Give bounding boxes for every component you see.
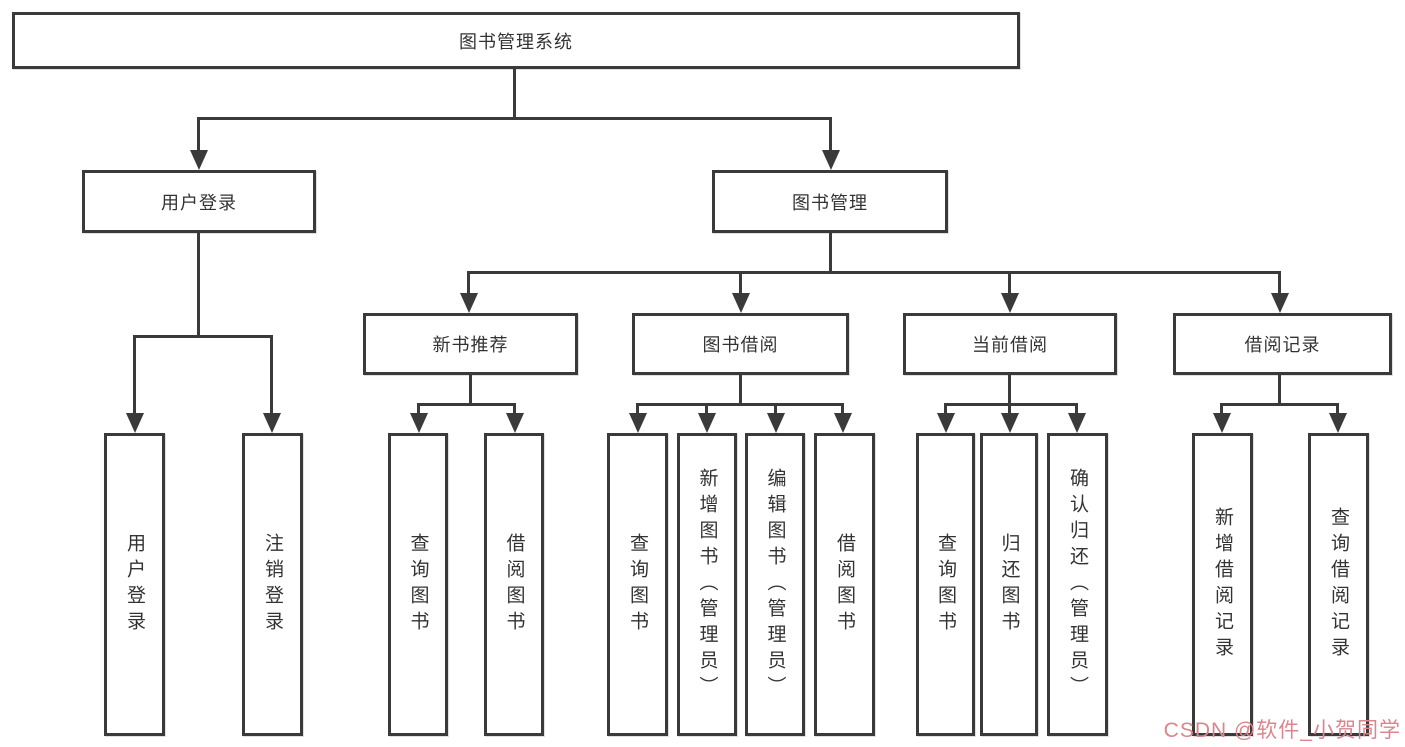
node-label: 新增借阅记录	[1212, 506, 1233, 663]
connector-line	[133, 335, 136, 414]
node-label: 新书推荐	[432, 335, 509, 355]
node-label: 用户登录	[161, 192, 237, 213]
arrowhead-down-icon	[460, 293, 478, 313]
node-label: 图书管理系统	[459, 31, 573, 52]
arrowhead-down-icon	[1329, 413, 1347, 433]
arrowhead-down-icon	[834, 413, 852, 433]
leaf-logout: 注销登录	[242, 433, 303, 736]
leaf-current-return-books: 归还图书	[980, 433, 1038, 736]
connector-line	[1278, 271, 1281, 294]
node-root-library-management-system: 图书管理系统	[12, 12, 1020, 69]
connector-line	[1220, 403, 1339, 406]
node-label: 查询图书	[627, 532, 648, 637]
arrowhead-down-icon	[506, 413, 524, 433]
arrowhead-down-icon	[1271, 293, 1289, 313]
arrowhead-down-icon	[410, 413, 428, 433]
arrowhead-down-icon	[629, 413, 647, 433]
node-label: 查询图书	[935, 532, 956, 637]
node-book-management-branch: 图书管理	[712, 170, 948, 233]
arrowhead-down-icon	[732, 293, 750, 313]
node-label: 借阅图书	[834, 532, 855, 637]
connector-line	[133, 335, 273, 338]
node-label: 编辑图书（管理员）	[764, 467, 786, 702]
node-label: 查询借阅记录	[1328, 506, 1349, 663]
node-label: 确认归还（管理员）	[1067, 467, 1088, 702]
connector-line	[1220, 403, 1223, 415]
arrowhead-down-icon	[1068, 413, 1086, 433]
connector-line	[197, 117, 832, 120]
node-new-book-recommendation: 新书推荐	[363, 313, 578, 375]
connector-line	[467, 271, 470, 294]
leaf-borrow-query-books: 查询图书	[607, 433, 668, 736]
connector-line	[944, 403, 947, 415]
connector-line	[739, 271, 742, 294]
node-label: 借阅图书	[503, 532, 525, 637]
connector-line	[1008, 403, 1011, 415]
node-label: 注销登录	[262, 532, 283, 637]
arrowhead-down-icon	[263, 413, 281, 433]
connector-line	[829, 233, 832, 274]
node-label: 新增图书（管理员）	[696, 467, 718, 702]
node-label: 图书管理	[792, 192, 868, 213]
connector-line	[841, 403, 844, 415]
connector-line	[1278, 375, 1281, 406]
connector-line	[197, 117, 200, 151]
node-label: 用户登录	[124, 532, 145, 637]
leaf-borrow-add-books-admin: 新增图书（管理员）	[677, 433, 737, 736]
leaf-records-add-borrow-record: 新增借阅记录	[1192, 433, 1253, 736]
connector-line	[1336, 403, 1339, 415]
node-label: 当前借阅	[972, 335, 1048, 355]
arrowhead-down-icon	[126, 413, 144, 433]
arrowhead-down-icon	[767, 413, 785, 433]
node-current-borrowing: 当前借阅	[903, 313, 1117, 375]
node-label: 图书借阅	[702, 335, 779, 355]
connector-line	[739, 375, 742, 406]
leaf-borrow-edit-books-admin: 编辑图书（管理员）	[745, 433, 805, 736]
arrowhead-down-icon	[1213, 413, 1231, 433]
connector-line	[1008, 271, 1011, 294]
connector-line	[1075, 403, 1078, 415]
node-user-login-branch: 用户登录	[82, 170, 316, 233]
connector-line	[944, 403, 1078, 406]
node-borrowing-records: 借阅记录	[1173, 313, 1392, 375]
arrowhead-down-icon	[822, 150, 840, 170]
node-label: 查询图书	[407, 532, 429, 637]
connector-line	[467, 271, 1281, 274]
connector-line	[197, 233, 200, 338]
node-label: 借阅记录	[1244, 335, 1321, 355]
connector-line	[636, 403, 844, 406]
connector-line	[469, 375, 472, 406]
arrowhead-down-icon	[937, 413, 955, 433]
node-label: 归还图书	[998, 532, 1020, 637]
leaf-current-query-books: 查询图书	[916, 433, 975, 736]
leaf-borrow-borrow-books: 借阅图书	[814, 433, 875, 736]
connector-line	[417, 403, 516, 406]
connector-line	[705, 403, 708, 415]
connector-line	[270, 335, 273, 414]
leaf-newbook-borrow-books: 借阅图书	[484, 433, 544, 736]
connector-line	[636, 403, 639, 415]
csdn-watermark: CSDN @软件_小贺同学	[1163, 719, 1401, 742]
connector-line	[1008, 375, 1011, 406]
connector-line	[513, 403, 516, 415]
arrowhead-down-icon	[190, 150, 208, 170]
connector-line	[513, 68, 516, 118]
connector-line	[829, 117, 832, 151]
arrowhead-down-icon	[698, 413, 716, 433]
leaf-records-query-borrow-record: 查询借阅记录	[1308, 433, 1369, 736]
leaf-newbook-query-books: 查询图书	[388, 433, 448, 736]
arrowhead-down-icon	[1001, 293, 1019, 313]
connector-line	[417, 403, 420, 415]
connector-line	[774, 403, 777, 415]
leaf-current-confirm-return-admin: 确认归还（管理员）	[1047, 433, 1108, 736]
arrowhead-down-icon	[1001, 413, 1019, 433]
node-book-borrowing: 图书借阅	[632, 313, 849, 375]
leaf-user-login: 用户登录	[104, 433, 165, 736]
